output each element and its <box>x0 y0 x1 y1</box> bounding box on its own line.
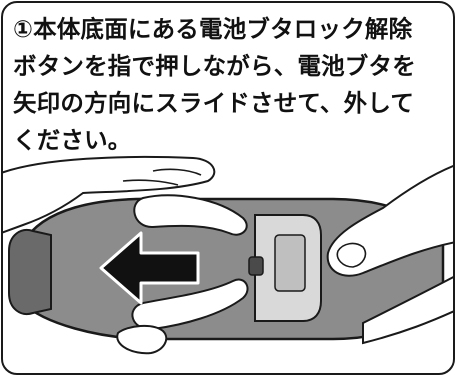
right-thumbnail-icon <box>336 242 367 268</box>
instruction-line-4: ください。 <box>13 126 132 154</box>
left-finger-lower-icon <box>116 325 168 355</box>
arrow-left-icon <box>99 231 200 305</box>
instruction-line-3: 矢印の方向にスライドさせて、外して <box>13 89 415 117</box>
device-body <box>21 197 445 341</box>
device-illustration <box>3 155 453 355</box>
left-hand-icon <box>3 155 216 234</box>
left-hand-fingers-icon <box>122 168 202 186</box>
battery-window <box>274 234 306 292</box>
instruction-text: ①本体底面にある電池ブタロック解除 ボタンを指で押しながら、電池ブタを 矢印の方… <box>13 11 453 159</box>
right-hand-lower-icon <box>362 276 453 345</box>
instruction-line-2: ボタンを指で押しながら、電池ブタを <box>13 52 416 80</box>
instruction-line-1: ①本体底面にある電池ブタロック解除 <box>13 15 413 43</box>
lock-release-button <box>248 256 264 276</box>
thumb-top-icon <box>133 194 248 236</box>
device-nozzle <box>8 229 52 315</box>
